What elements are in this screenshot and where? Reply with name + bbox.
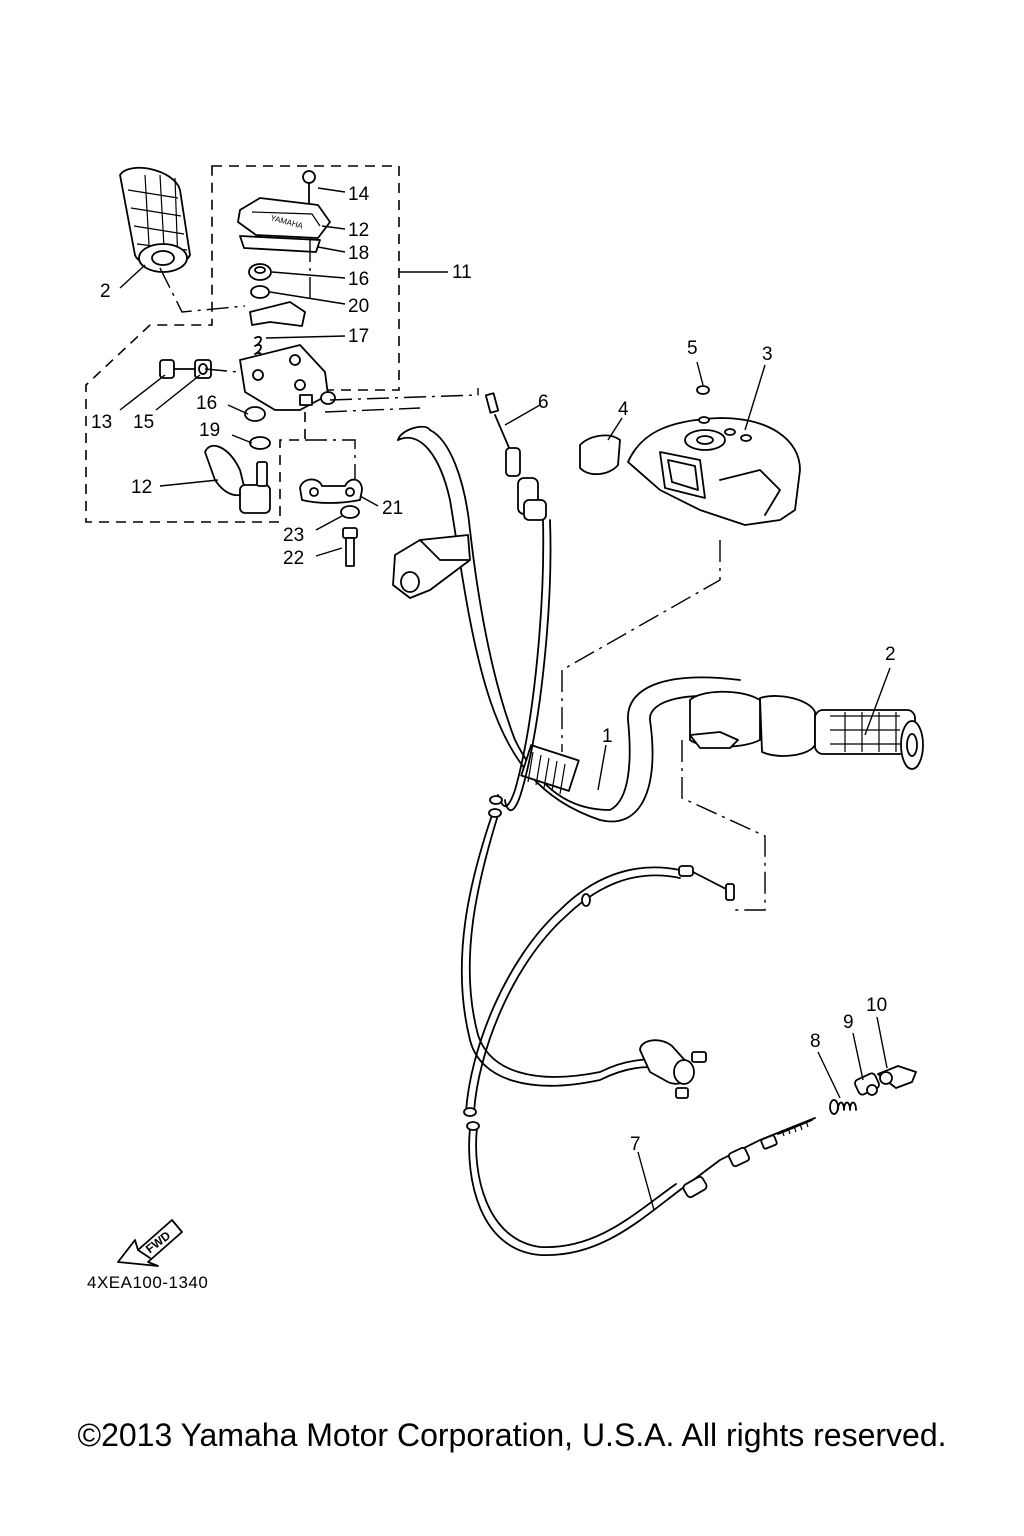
callout-2-right: 2 [885, 644, 896, 665]
copyright-notice: ©2013 Yamaha Motor Corporation, U.S.A. A… [77, 1417, 947, 1453]
callout-18: 16 [196, 393, 217, 414]
callout-6: 6 [538, 392, 549, 413]
screw-15 [159, 359, 196, 379]
callout-1: 1 [602, 726, 613, 747]
spring-8 [829, 1099, 857, 1115]
part-9 [854, 1072, 880, 1096]
callout-2-left: 2 [100, 281, 111, 302]
washer-21 [249, 436, 271, 450]
grip-left [119, 166, 191, 273]
ref-line-c [329, 388, 479, 401]
cap-4 [579, 434, 621, 475]
ref-line-g [204, 368, 239, 373]
washer-22 [250, 285, 270, 299]
callout-25: 23 [283, 525, 304, 546]
callout-15: 13 [91, 412, 112, 433]
throttle-housing [239, 344, 336, 411]
callout-labels: 14 12 18 16 20 17 11 2 13 15 16 19 12 21… [91, 184, 896, 1155]
leader-lines [119, 187, 891, 1211]
callout-20: 18 [348, 243, 369, 264]
collar-18 [244, 406, 266, 422]
callout-10: 10 [866, 995, 887, 1016]
cover-12: YAMAHA [237, 197, 331, 239]
callout-24: 22 [283, 548, 304, 569]
cover-3 [627, 416, 801, 526]
ref-line-e [305, 439, 356, 480]
lever-plate [249, 301, 306, 327]
callout-4: 4 [618, 399, 629, 420]
clamp-23 [299, 478, 363, 504]
handlebar-knurl [520, 744, 580, 795]
callout-17: 15 [133, 412, 154, 433]
fwd-arrow-icon: FWD [117, 1219, 183, 1267]
ref-line-b [681, 740, 766, 911]
callout-12: 12 [348, 220, 369, 241]
choke-cable [463, 865, 735, 1256]
part-10 [877, 1065, 917, 1089]
oring-5 [696, 385, 710, 395]
gasket-20 [239, 235, 321, 253]
throttle-cable [460, 392, 661, 1087]
callout-13: 12 [131, 477, 152, 498]
collar-16 [248, 263, 272, 281]
assembly-11-boundary [85, 165, 400, 523]
ref-line-f [159, 267, 246, 313]
callout-8: 8 [810, 1031, 821, 1052]
screw-14 [302, 170, 316, 206]
callout-3: 3 [762, 344, 773, 365]
callout-9: 9 [843, 1012, 854, 1033]
callout-21: 19 [199, 420, 220, 441]
callout-5: 5 [687, 338, 698, 359]
grip-right [689, 690, 924, 770]
callout-11: 11 [452, 262, 472, 283]
ref-line-d [324, 407, 421, 413]
callout-7: 7 [630, 1134, 641, 1155]
callout-22: 20 [348, 296, 369, 317]
carb-fitting [639, 1039, 707, 1099]
callout-19: 17 [348, 326, 369, 347]
washer-25 [340, 505, 360, 519]
callout-16: 16 [348, 269, 369, 290]
diagram-code: 4XEA100-1340 [87, 1273, 209, 1292]
handlebar-holder [392, 534, 471, 599]
callout-23: 21 [382, 498, 403, 519]
cable-7-end [679, 1117, 816, 1198]
handlebar [397, 425, 741, 823]
ref-line-a [561, 540, 721, 752]
throttle-lever-13 [204, 444, 271, 514]
bolt-24 [342, 527, 358, 567]
nut-17 [194, 359, 212, 379]
callout-14: 14 [348, 184, 370, 205]
